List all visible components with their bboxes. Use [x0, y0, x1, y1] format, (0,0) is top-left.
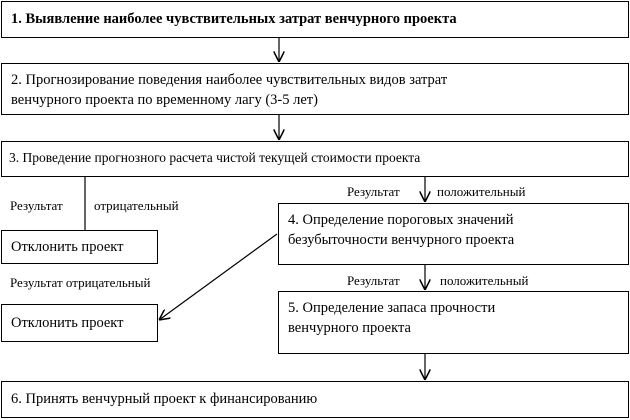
step-1-text: 1. Выявление наиболее чувствительных зат…: [11, 11, 457, 27]
step-6-box: 6. Принять венчурный проект к финансиров…: [1, 381, 629, 418]
step-2-box: 2. Прогнозирование поведения наиболее чу…: [1, 63, 629, 115]
step-5-box: 5. Определение запаса прочности венчурно…: [278, 291, 629, 354]
result-positive-label-1-word: Результат: [347, 184, 400, 199]
step-2-text-line-1: 2. Прогнозирование поведения наиболее чу…: [11, 72, 448, 88]
step-3-box: 3. Проведение прогнозного расчета чистой…: [1, 141, 629, 177]
reject-text-1: Отклонить проект: [11, 239, 124, 255]
step-5-text-line-1: 5. Определение запаса прочности: [288, 300, 496, 316]
result-positive-label-2-word: Результат: [347, 273, 400, 288]
step-5-text-line-2: венчурного проекта: [288, 320, 411, 336]
result-negative-label-2: Результат отрицательный: [10, 275, 151, 290]
step-4-text-line-1: 4. Определение пороговых значений: [288, 212, 514, 228]
step-6-text: 6. Принять венчурный проект к финансиров…: [11, 391, 318, 407]
step-2-text-line-2: венчурного проекта по временному лагу (3…: [11, 92, 318, 108]
step-1-box: 1. Выявление наиболее чувствительных зат…: [1, 1, 629, 38]
arrow-step4-to-reject2: [159, 233, 278, 320]
step-3-text: 3. Проведение прогнозного расчета чистой…: [9, 150, 421, 165]
reject-box-2: Отклонить проект: [1, 304, 158, 342]
reject-box-1: Отклонить проект: [1, 230, 158, 264]
result-negative-label-1-value: отрицательный: [94, 198, 179, 213]
result-negative-label-1-word: Результат: [10, 198, 63, 213]
step-4-box: 4. Определение пороговых значений безубы…: [278, 203, 629, 265]
result-positive-label-1-value: положительный: [437, 184, 526, 199]
result-positive-label-2-value: положительный: [440, 273, 529, 288]
step-4-text-line-2: безубыточности венчурного проекта: [288, 232, 515, 248]
reject-text-2: Отклонить проект: [11, 315, 124, 331]
